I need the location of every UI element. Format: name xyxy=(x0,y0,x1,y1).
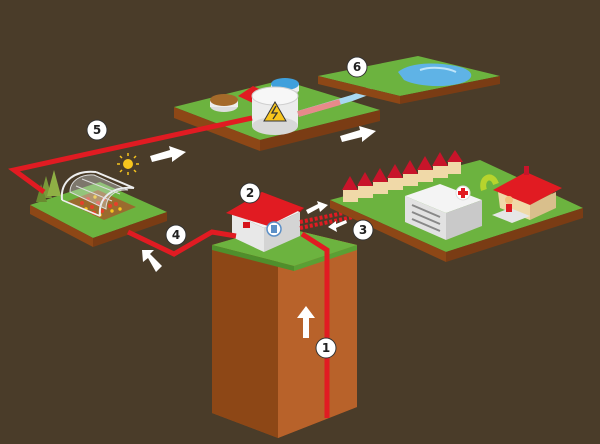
sun-icon xyxy=(117,153,139,175)
step-badge-3: 3 xyxy=(352,219,374,241)
up-arrow xyxy=(297,306,315,338)
step-label-6: 6 xyxy=(353,60,361,74)
arrow-toward-greenhouse xyxy=(142,250,162,272)
step-label-2: 2 xyxy=(246,186,254,200)
step-badge-4: 4 xyxy=(165,224,187,246)
step-badge-2: 2 xyxy=(239,182,261,204)
step-badge-1: 1 xyxy=(315,337,337,359)
hospital-building xyxy=(405,184,482,240)
step-badge-5: 5 xyxy=(86,119,108,141)
power-station-tank xyxy=(251,86,299,135)
arrow-to-town xyxy=(306,201,328,214)
step-label-5: 5 xyxy=(93,123,101,137)
arrow-toward-lake xyxy=(340,126,376,142)
playground xyxy=(480,174,530,223)
greenhouse xyxy=(60,170,136,220)
pipe-to-plant xyxy=(8,115,253,195)
row-houses xyxy=(342,150,463,202)
arrow-toward-plant xyxy=(150,146,186,162)
ground-block xyxy=(212,226,357,438)
well-pipe xyxy=(300,231,330,418)
step-label-3: 3 xyxy=(359,223,367,237)
step-label-4: 4 xyxy=(172,228,180,242)
step-badge-6: 6 xyxy=(346,56,368,78)
step-label-1: 1 xyxy=(322,341,330,355)
tank-left xyxy=(210,94,238,112)
arrow-from-town xyxy=(328,220,347,232)
pipe-warm-section xyxy=(297,99,341,117)
pipe-to-greenhouse xyxy=(126,229,237,257)
lake-platform xyxy=(318,56,500,104)
